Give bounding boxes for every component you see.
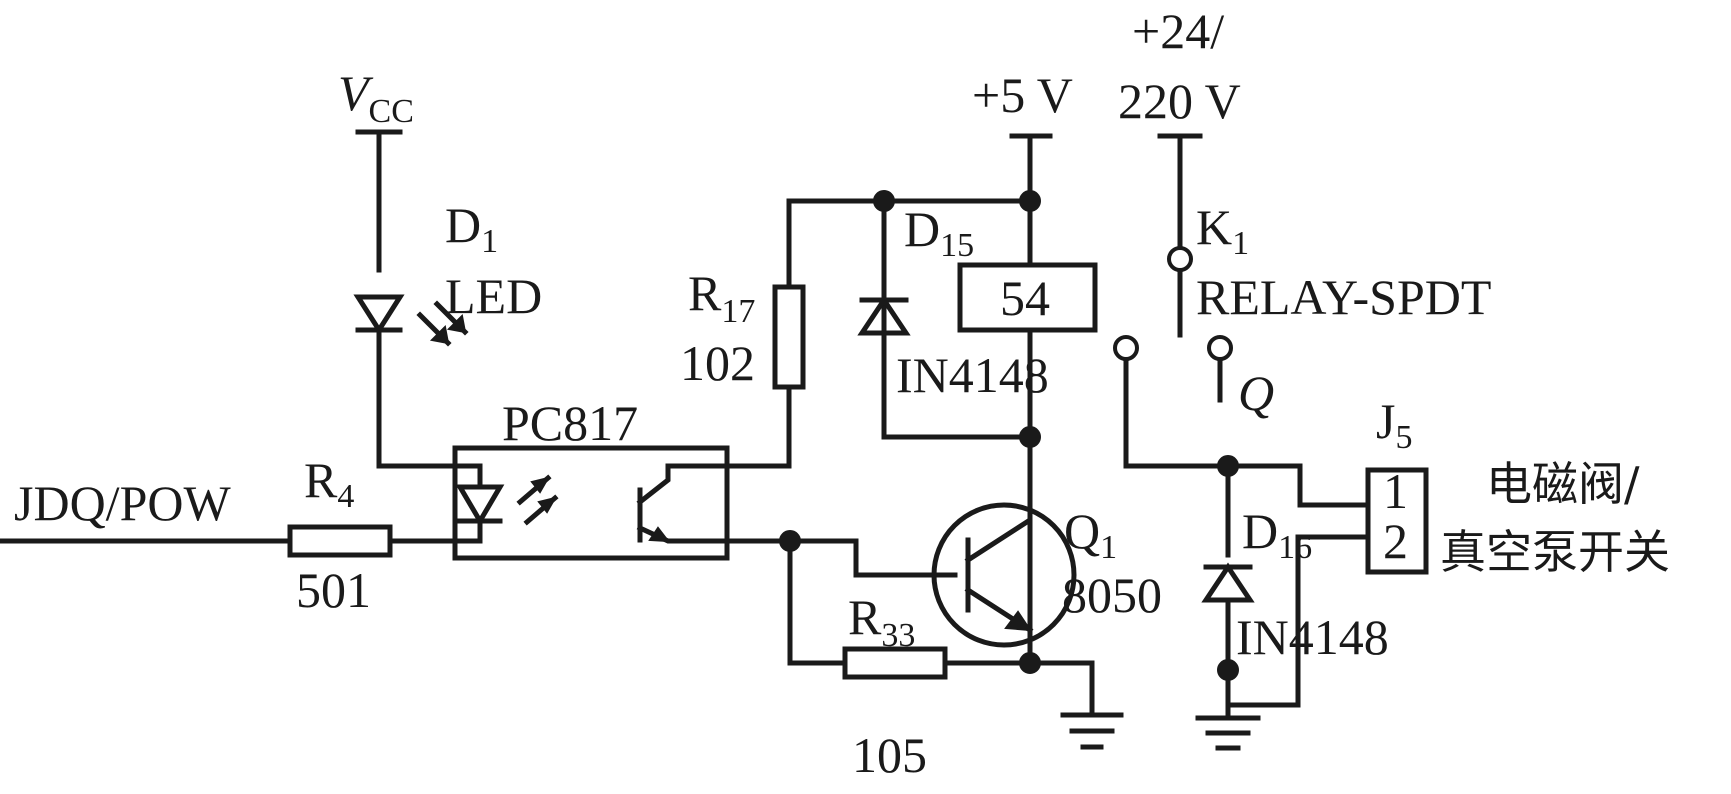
label-load-line1: 电磁阀/ xyxy=(1486,457,1640,511)
label-plus5v: +5 V xyxy=(972,67,1073,123)
junction-dots xyxy=(779,190,1239,681)
label-j5-pin1: 1 xyxy=(1383,463,1408,519)
transistor-q1 xyxy=(931,502,1077,648)
label-j5-pin2: 2 xyxy=(1383,513,1408,569)
label-q1: Q1 xyxy=(1064,503,1117,566)
diode-d16 xyxy=(1201,562,1255,603)
label-d15: D15 xyxy=(904,201,974,264)
label-input-net: JDQ/POW xyxy=(14,475,231,531)
connector-j5 xyxy=(1365,467,1429,575)
relay-switch-k1 xyxy=(1113,246,1233,361)
label-pc817: PC817 xyxy=(502,395,638,451)
resistor-r4 xyxy=(287,524,393,558)
label-r33: R33 xyxy=(848,589,915,654)
label-d1: D1 xyxy=(445,197,498,260)
resistor-r33 xyxy=(842,646,948,680)
optocoupler-pc817 xyxy=(452,445,730,561)
label-r4: R4 xyxy=(304,452,354,515)
label-k1-value: RELAY-SPDT xyxy=(1196,269,1491,325)
label-d16: D16 xyxy=(1242,503,1312,566)
led-d1 xyxy=(353,294,469,347)
label-j5: J5 xyxy=(1376,393,1412,456)
label-r17-value: 102 xyxy=(680,335,755,391)
label-vcc: VCC xyxy=(338,65,414,130)
label-r17: R17 xyxy=(688,265,755,330)
label-r4-value: 501 xyxy=(296,562,371,618)
diode-d15 xyxy=(857,295,911,336)
resistor-r17 xyxy=(772,284,806,390)
label-r33-value: 105 xyxy=(852,727,927,783)
label-d1-value: LED xyxy=(445,268,542,324)
label-k1: K1 xyxy=(1196,199,1249,262)
label-relay-coil: 54 xyxy=(1000,270,1050,326)
label-load-line2: 真空泵开关 xyxy=(1440,525,1670,579)
wiring xyxy=(0,129,1371,751)
label-q1-value: 8050 xyxy=(1062,567,1162,623)
label-d16-value: IN4148 xyxy=(1236,609,1389,665)
relay-coil xyxy=(957,262,1098,333)
label-supply-1: +24/ xyxy=(1132,3,1224,59)
label-q: Q xyxy=(1238,365,1274,421)
label-d15-value: IN4148 xyxy=(896,347,1049,403)
label-supply-2: 220 V xyxy=(1118,73,1241,129)
